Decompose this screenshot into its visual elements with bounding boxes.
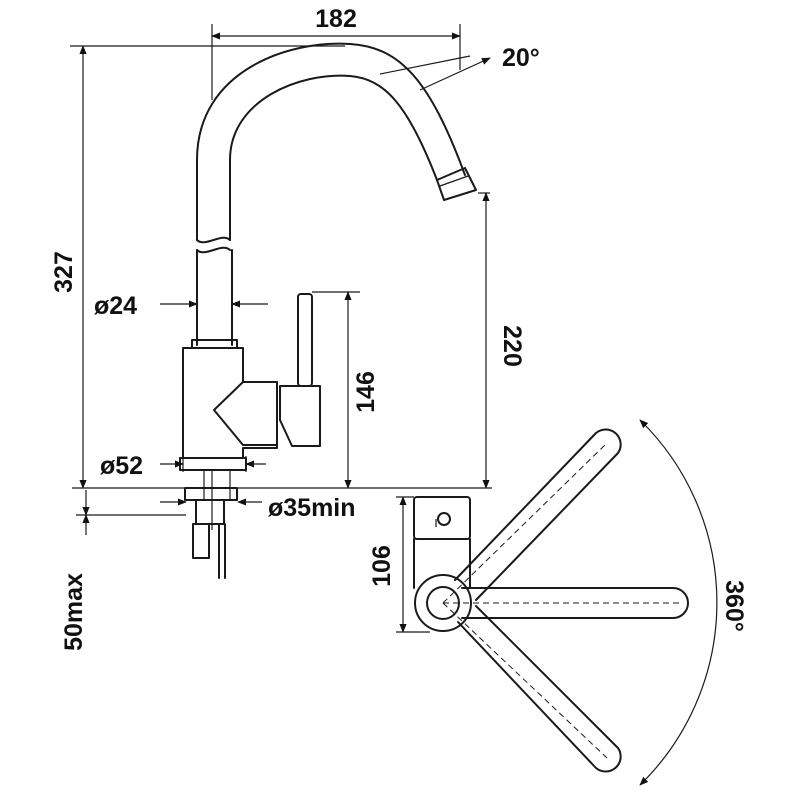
label-width-top: 182 (315, 5, 357, 33)
label-rotation: 360° (720, 580, 748, 632)
top-spout-position-lower (457, 605, 622, 773)
top-body-hole (437, 512, 451, 526)
faucet-body (182, 347, 278, 459)
spout-outer-edge (196, 42, 466, 241)
top-body-plate (413, 496, 471, 540)
lever-wedge (213, 381, 278, 446)
rotation-arc (639, 419, 718, 786)
label-hole-diameter: ø35min (268, 494, 356, 522)
dimension-labels: 182 20° 327 220 ø24 146 ø52 ø35min 50max… (50, 5, 748, 651)
hose-fitting (192, 523, 210, 559)
faucet-base (179, 457, 247, 471)
top-spout-position-center (461, 587, 689, 619)
label-body-height: 146 (352, 371, 380, 413)
faucet-top-view (413, 419, 718, 786)
spout-aerator (436, 167, 477, 201)
lever-cap (279, 385, 321, 447)
top-spout-ring-outer (414, 574, 472, 632)
mounting-plate (184, 487, 238, 501)
riser-collar (191, 339, 238, 349)
label-spout-height: 220 (498, 325, 526, 367)
label-plate-thickness: 50max (60, 573, 88, 651)
spout-inner-edge (229, 74, 438, 241)
mounting-stud (195, 499, 225, 525)
label-lever-length: 106 (368, 545, 396, 587)
top-spout-position-upper (454, 428, 622, 601)
label-total-height: 327 (50, 251, 78, 293)
dimension-lines (70, 24, 492, 633)
label-pipe-diameter: ø24 (94, 292, 137, 320)
pipe-break-mark (196, 236, 231, 244)
label-angle: 20° (502, 44, 540, 72)
label-base-diameter: ø52 (100, 452, 143, 480)
lever-handle (297, 293, 313, 387)
